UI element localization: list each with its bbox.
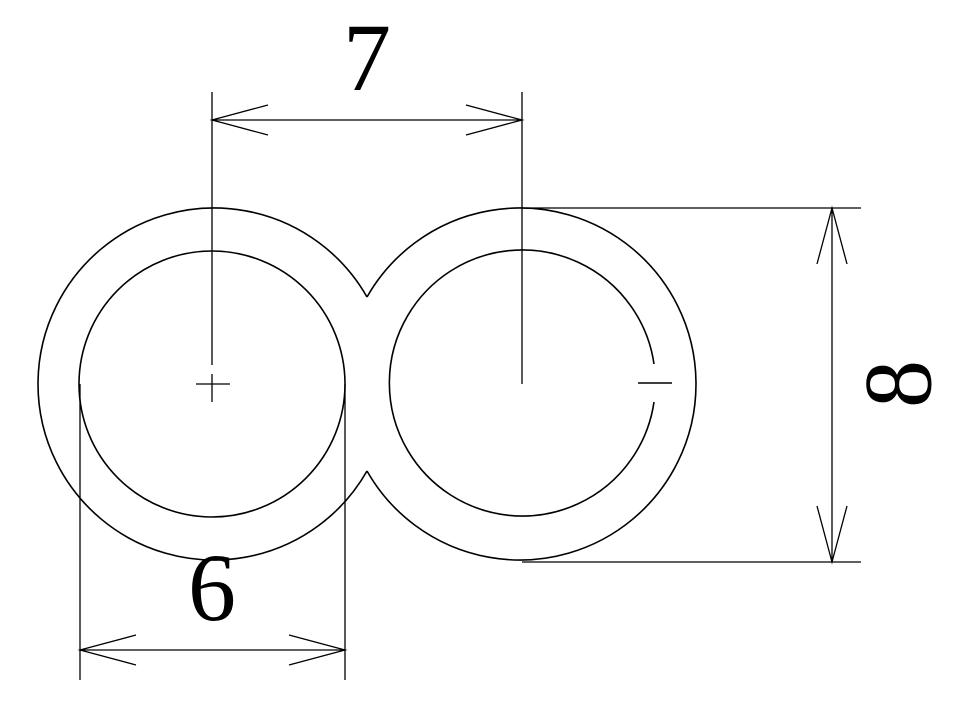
arrowhead-inner-right (288, 634, 348, 666)
right-tube-outer-wall (366, 207, 697, 561)
left-tube-outer-wall (37, 207, 368, 561)
arrowhead-bottom (816, 505, 848, 565)
inner-diameter-label: 6 (188, 534, 236, 641)
arrowhead-inner-left (77, 634, 137, 666)
arrowhead-left (209, 104, 269, 136)
right-tube-inner-wall (388, 249, 655, 517)
outer-diameter-label: 8 (845, 360, 952, 408)
center-spacing-label: 7 (343, 4, 391, 111)
arrowhead-right (465, 104, 525, 136)
arrowhead-top (816, 205, 848, 265)
